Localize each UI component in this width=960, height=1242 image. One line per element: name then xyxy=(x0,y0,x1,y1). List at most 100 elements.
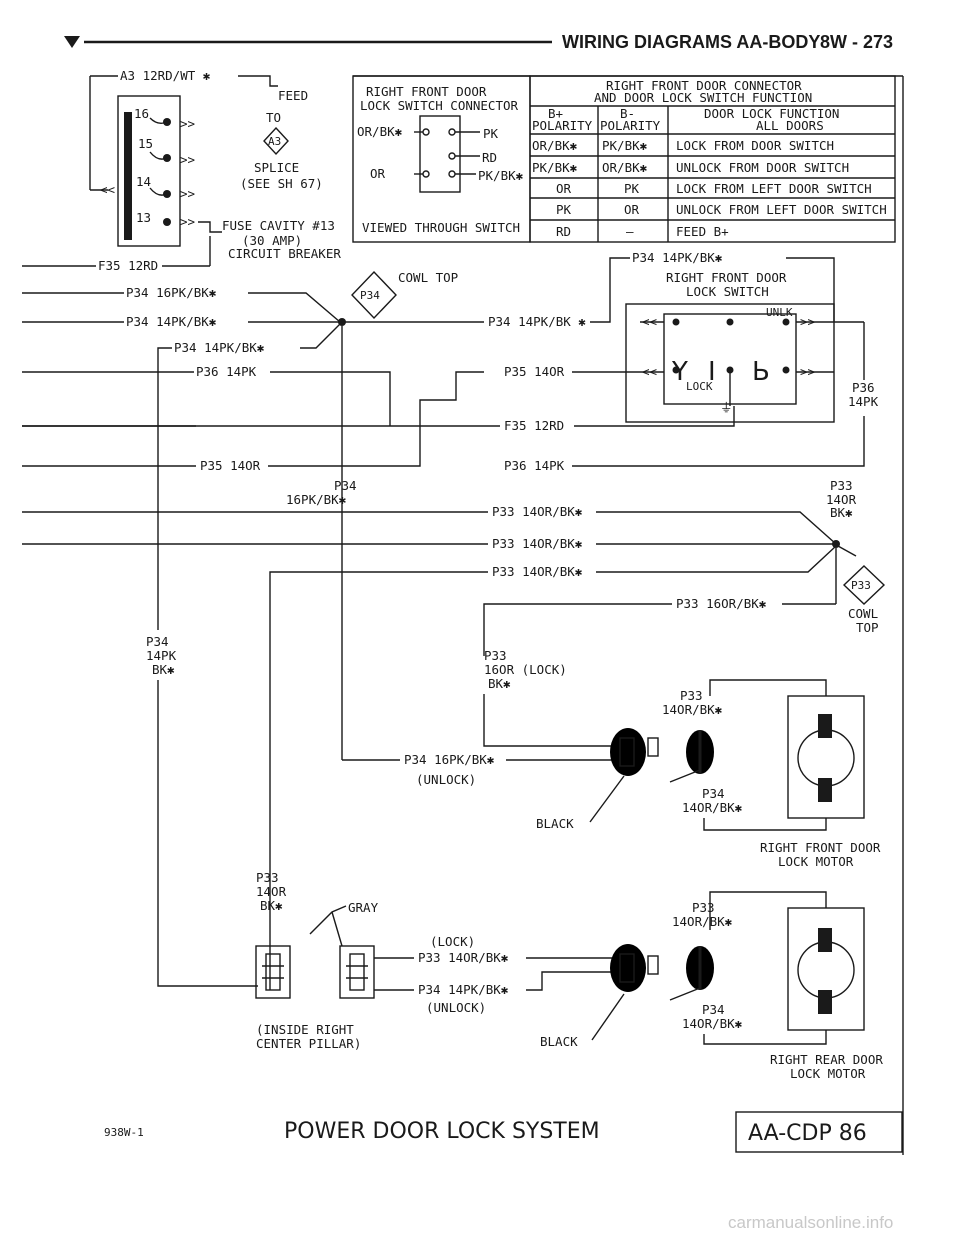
svg-text:OR/BK✱: OR/BK✱ xyxy=(532,138,578,153)
p34-mid-gauge-label: 16PK/BK✱ xyxy=(286,492,347,507)
p36-right-gauge-label: 14PK xyxy=(848,394,879,409)
rear-p33-motor-label: P33 xyxy=(692,900,715,915)
wire-p34-right-label: P34 14PK/BK ✱ xyxy=(488,314,586,329)
p33-right-label: P33 xyxy=(830,478,853,493)
svg-text:>>: >> xyxy=(800,314,815,329)
rear-p33-motor-gauge-label: 14OR/BK✱ xyxy=(672,914,733,929)
svg-text:B+: B+ xyxy=(548,106,563,121)
footer-ref-box xyxy=(735,1111,903,1153)
wire-p33-2-label: P33 14OR/BK✱ xyxy=(492,536,583,551)
svg-text:PK: PK xyxy=(624,181,640,196)
svg-text:B-: B- xyxy=(620,106,635,121)
rear-p34-wire-label: P34 14PK/BK✱ xyxy=(418,982,509,997)
svg-text:>>: >> xyxy=(180,116,195,131)
wire-p34-top-label: P34 14PK/BK✱ xyxy=(632,250,723,265)
front-p34-motor-gauge-label: 14OR/BK✱ xyxy=(682,800,743,815)
rear-p33-gauge-label: 14OR xyxy=(256,884,287,899)
front-motor-label1: RIGHT FRONT DOOR xyxy=(760,840,881,855)
svg-text:PK/BK✱: PK/BK✱ xyxy=(602,138,648,153)
inside-pillar-label2: CENTER PILLAR) xyxy=(256,1036,361,1051)
watermark: carmanualsonline.info xyxy=(728,1213,893,1232)
svg-text:LOCK FROM LEFT DOOR SWITCH: LOCK FROM LEFT DOOR SWITCH xyxy=(676,181,872,196)
front-p33-motor-label: P33 xyxy=(680,688,703,703)
svg-text:>>: >> xyxy=(180,152,195,167)
p36-right-label: P36 xyxy=(852,380,875,395)
svg-text:POLARITY: POLARITY xyxy=(600,118,661,133)
wire-p34-unlock-label: P34 16PK/BK✱ xyxy=(404,752,495,767)
switch-pk-label: PK xyxy=(483,126,499,141)
splice-bar xyxy=(124,112,132,240)
svg-text:RIGHT FRONT DOOR CONNECTOR: RIGHT FRONT DOOR CONNECTOR xyxy=(606,78,802,93)
footer-title: POWER DOOR LOCK SYSTEM xyxy=(284,1119,600,1144)
lock-switch-title1: RIGHT FRONT DOOR xyxy=(666,270,787,285)
svg-text:UNLK: UNLK xyxy=(766,306,793,319)
header-title: WIRING DIAGRAMS AA-BODY xyxy=(562,32,820,52)
svg-text:OR: OR xyxy=(624,202,640,217)
feed-label: FEED xyxy=(278,88,308,103)
wire-f35-right-label: F35 12RD xyxy=(504,418,564,433)
svg-text:I: I xyxy=(708,357,716,387)
footer-ref: AA-CDP 86 xyxy=(748,1121,867,1146)
svg-text:OR: OR xyxy=(556,181,572,196)
function-table: RIGHT FRONT DOOR CONNECTOR AND DOOR LOCK… xyxy=(529,75,896,243)
viewed-through-switch-label: VIEWED THROUGH SWITCH xyxy=(362,220,520,235)
svg-text:Y: Y xyxy=(671,357,688,387)
cowl-top-p34-diamond-icon xyxy=(351,270,397,320)
p33-lock-gauge-label: 16OR (LOCK) xyxy=(484,662,567,677)
switch-connector-title1: RIGHT FRONT DOOR xyxy=(366,84,487,99)
p33-lock-color-label: BK✱ xyxy=(488,676,511,691)
svg-text:14: 14 xyxy=(136,174,151,189)
rear-motor-label1: RIGHT REAR DOOR xyxy=(770,1052,883,1067)
front-motor-label2: LOCK MOTOR xyxy=(778,854,854,869)
svg-text:>>: >> xyxy=(180,186,195,201)
rear-lock-label: (LOCK) xyxy=(430,934,475,949)
right-rear-door-lock-motor xyxy=(787,907,865,1031)
switch-connector-shape xyxy=(419,115,461,193)
front-black-label: BLACK xyxy=(536,816,574,831)
circuit-breaker-label: CIRCUIT BREAKER xyxy=(228,246,341,261)
rear-unlock-label: (UNLOCK) xyxy=(426,1000,486,1015)
fuse-cavity-label: FUSE CAVITY #13 xyxy=(222,218,335,233)
front-p33-motor-gauge-label: 14OR/BK✱ xyxy=(662,702,723,717)
p34-left-gauge-label: 14PK xyxy=(146,648,177,663)
svg-text:LOCK FROM DOOR SWITCH: LOCK FROM DOOR SWITCH xyxy=(676,138,834,153)
rear-motor-connector xyxy=(610,944,714,992)
cowl-top-label: COWL TOP xyxy=(398,270,458,285)
switch-connector-title2: LOCK SWITCH CONNECTOR xyxy=(360,98,519,113)
svg-text:15: 15 xyxy=(138,136,153,151)
gray-label: GRAY xyxy=(348,900,379,915)
svg-text:PK/BK✱: PK/BK✱ xyxy=(532,160,578,175)
cowl-p33-label1: COWL xyxy=(848,606,878,621)
wire-p35-label: P35 14OR xyxy=(200,458,261,473)
f35-left-label: F35 12RD xyxy=(98,258,158,273)
p34-left-label: P34 xyxy=(146,634,169,649)
svg-text:⏚: ⏚ xyxy=(720,400,733,415)
lock-switch-title2: LOCK SWITCH xyxy=(686,284,769,299)
svg-text:<<: << xyxy=(642,314,657,329)
wire-p36-right-label: P36 14PK xyxy=(504,458,565,473)
wire-p34-16-label: P34 16PK/BK✱ xyxy=(126,285,217,300)
svg-text:Ь: Ь xyxy=(752,357,770,387)
wire-p34-14-branch-label: P34 14PK/BK✱ xyxy=(174,340,265,355)
cowl-p33-tag: P33 xyxy=(851,579,871,592)
svg-text:13: 13 xyxy=(136,210,151,225)
right-front-door-lock-motor xyxy=(787,695,865,819)
svg-text:UNLOCK FROM DOOR SWITCH: UNLOCK FROM DOOR SWITCH xyxy=(676,160,849,175)
wire-p35-right-label: P35 14OR xyxy=(504,364,565,379)
right-front-door-lock-switch: UNLK LOCK Y I Ь ⏚ <<>> <<>> xyxy=(625,303,865,423)
front-unlock-label: (UNLOCK) xyxy=(416,772,476,787)
fuse-amp-label: (30 AMP) xyxy=(242,233,302,248)
svg-text:FEED B+: FEED B+ xyxy=(676,224,729,239)
svg-text:POLARITY: POLARITY xyxy=(532,118,593,133)
p33-right-color-label: BK✱ xyxy=(830,505,853,520)
switch-or-label: OR xyxy=(370,166,386,181)
rear-p33-wire-label: P33 14OR/BK✱ xyxy=(418,950,509,965)
svg-text:OR/BK✱: OR/BK✱ xyxy=(602,160,648,175)
p33-right-gauge-label: 14OR xyxy=(826,492,857,507)
svg-text:UNLOCK FROM LEFT DOOR SWITCH: UNLOCK FROM LEFT DOOR SWITCH xyxy=(676,202,887,217)
to-label: TO xyxy=(266,110,281,125)
svg-text:DOOR LOCK FUNCTION: DOOR LOCK FUNCTION xyxy=(704,106,839,121)
switch-pkbk-label: PK/BK✱ xyxy=(478,168,524,183)
inside-pillar-label1: (INSIDE RIGHT xyxy=(256,1022,354,1037)
